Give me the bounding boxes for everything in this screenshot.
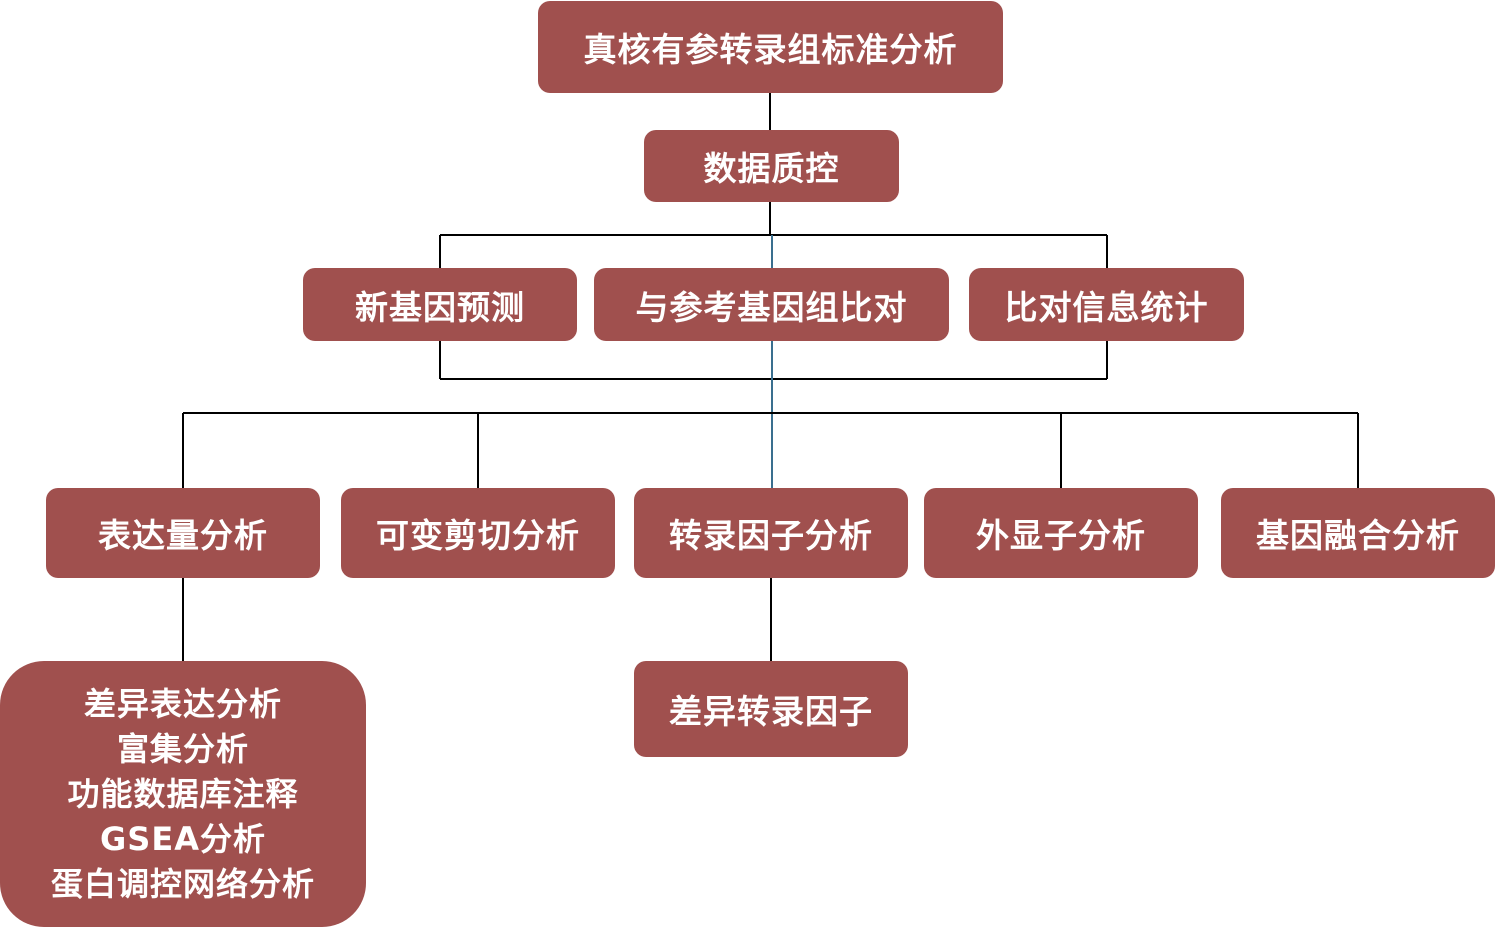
gene-fusion-node: 基因融合分析 [1221, 488, 1495, 578]
detail-protein-network: 蛋白调控网络分析 [50, 864, 315, 903]
transcription-factor-node: 转录因子分析 [634, 488, 908, 578]
alignment-stats-node: 比对信息统计 [969, 268, 1244, 341]
expression-analysis-node: 表达量分析 [46, 488, 320, 578]
differential-tf-node: 差异转录因子 [634, 661, 908, 757]
new-gene-prediction-node: 新基因预测 [303, 268, 577, 341]
alternative-splicing-node: 可变剪切分析 [341, 488, 615, 578]
detail-enrichment: 富集分析 [116, 729, 249, 768]
exon-analysis-node: 外显子分析 [924, 488, 1198, 578]
detail-gsea: GSEA分析 [100, 819, 266, 858]
expression-detail-node: 差异表达分析 富集分析 功能数据库注释 GSEA分析 蛋白调控网络分析 [0, 661, 366, 927]
root-node: 真核有参转录组标准分析 [538, 1, 1003, 93]
detail-differential-expression: 差异表达分析 [83, 684, 282, 723]
reference-alignment-node: 与参考基因组比对 [594, 268, 949, 341]
qc-node: 数据质控 [644, 130, 899, 202]
detail-functional-annotation: 功能数据库注释 [67, 774, 299, 813]
